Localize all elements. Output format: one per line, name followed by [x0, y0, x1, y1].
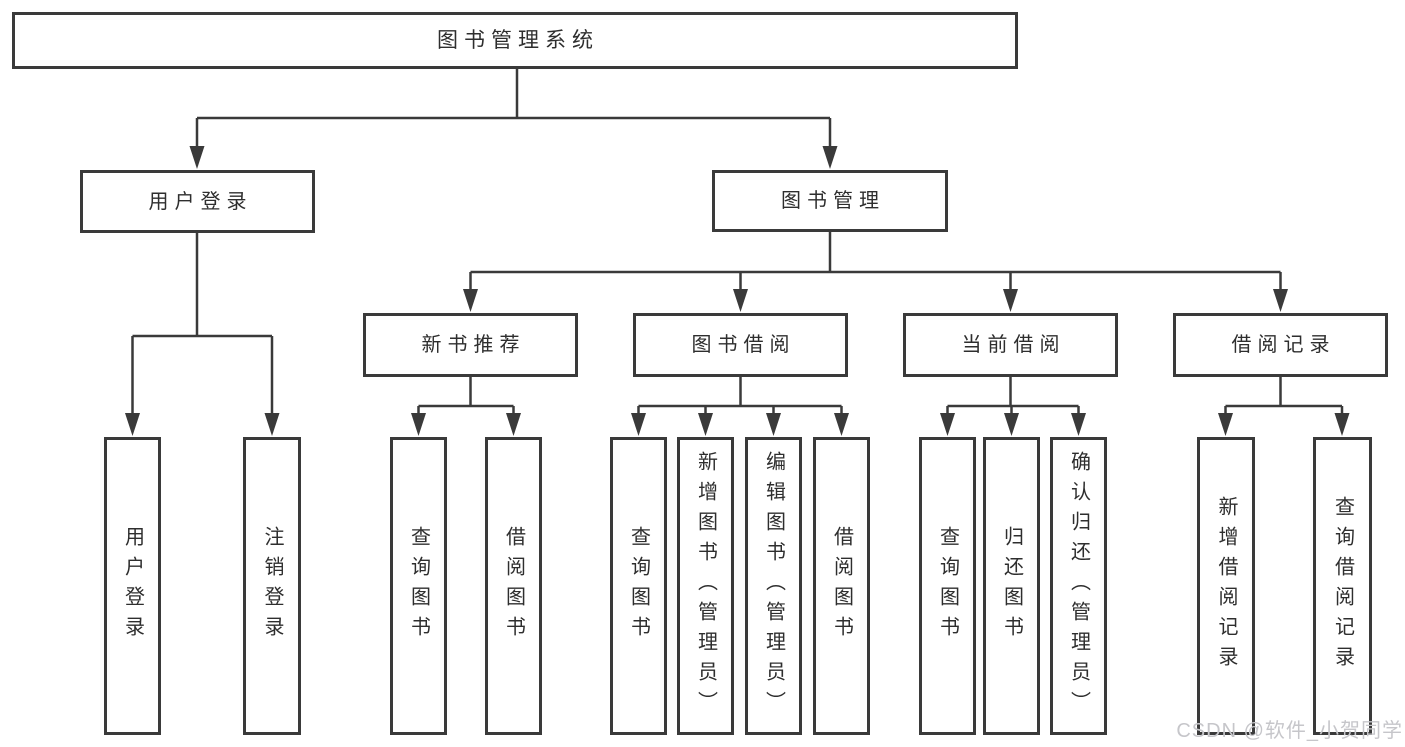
- leaf-edit-books-admin: 编辑图书（管理员）: [745, 437, 802, 735]
- node-label: 借阅记录: [1231, 334, 1336, 356]
- leaf-label: 查询图书: [627, 526, 650, 646]
- leaf-label: 注销登录: [261, 526, 283, 646]
- connector-borrowing-records: [1218, 377, 1350, 436]
- watermark-text: CSDN @软件_小贺同学: [1176, 720, 1403, 742]
- node-book-management: 图书管理: [712, 170, 948, 232]
- connector-book-management: [463, 232, 1288, 312]
- node-label: 图书借阅: [691, 334, 796, 356]
- leaf-label: 确认归还（管理员）: [1067, 451, 1090, 721]
- leaf-logout: 注销登录: [243, 437, 301, 735]
- leaf-borrow-books-borrowing: 借阅图书: [813, 437, 870, 735]
- leaf-label: 新增借阅记录: [1215, 496, 1237, 676]
- node-label: 新书推荐: [421, 334, 526, 356]
- leaf-label: 用户登录: [121, 526, 144, 646]
- leaf-label: 新增图书（管理员）: [694, 451, 717, 721]
- leaf-label: 查询图书: [407, 526, 430, 646]
- node-borrowing-records: 借阅记录: [1173, 313, 1388, 377]
- leaf-query-borrow-record: 查询借阅记录: [1313, 437, 1372, 735]
- node-new-book-recommendation: 新书推荐: [363, 313, 578, 377]
- connector-root: [189, 69, 838, 169]
- node-current-borrowing: 当前借阅: [903, 313, 1118, 377]
- leaf-borrow-books-recommend: 借阅图书: [485, 437, 542, 735]
- node-label: 图书管理系统: [437, 28, 599, 52]
- leaf-query-books-recommend: 查询图书: [390, 437, 447, 735]
- leaf-label: 借阅图书: [502, 526, 525, 646]
- leaf-add-borrow-record: 新增借阅记录: [1197, 437, 1255, 735]
- leaf-query-books-current: 查询图书: [919, 437, 976, 735]
- connector-new-book-recommendation: [411, 377, 521, 436]
- leaf-confirm-return-admin: 确认归还（管理员）: [1050, 437, 1107, 735]
- node-label: 当前借阅: [961, 334, 1066, 356]
- connector-current-borrowing: [940, 377, 1086, 436]
- leaf-query-books-borrowing: 查询图书: [610, 437, 667, 735]
- leaf-label: 编辑图书（管理员）: [762, 451, 785, 721]
- leaf-label: 查询借阅记录: [1331, 496, 1354, 676]
- node-library-management-system: 图书管理系统: [12, 12, 1018, 69]
- leaf-return-books: 归还图书: [983, 437, 1040, 735]
- connector-user-login: [125, 233, 280, 436]
- leaf-user-login: 用户登录: [104, 437, 161, 735]
- leaf-label: 借阅图书: [830, 526, 853, 646]
- node-label: 图书管理: [781, 190, 885, 212]
- connector-book-borrowing: [631, 377, 849, 436]
- node-user-login: 用户登录: [80, 170, 315, 233]
- leaf-label: 查询图书: [936, 526, 959, 646]
- node-label: 用户登录: [148, 190, 253, 213]
- leaf-add-books-admin: 新增图书（管理员）: [677, 437, 734, 735]
- leaf-label: 归还图书: [1000, 526, 1023, 646]
- node-book-borrowing: 图书借阅: [633, 313, 848, 377]
